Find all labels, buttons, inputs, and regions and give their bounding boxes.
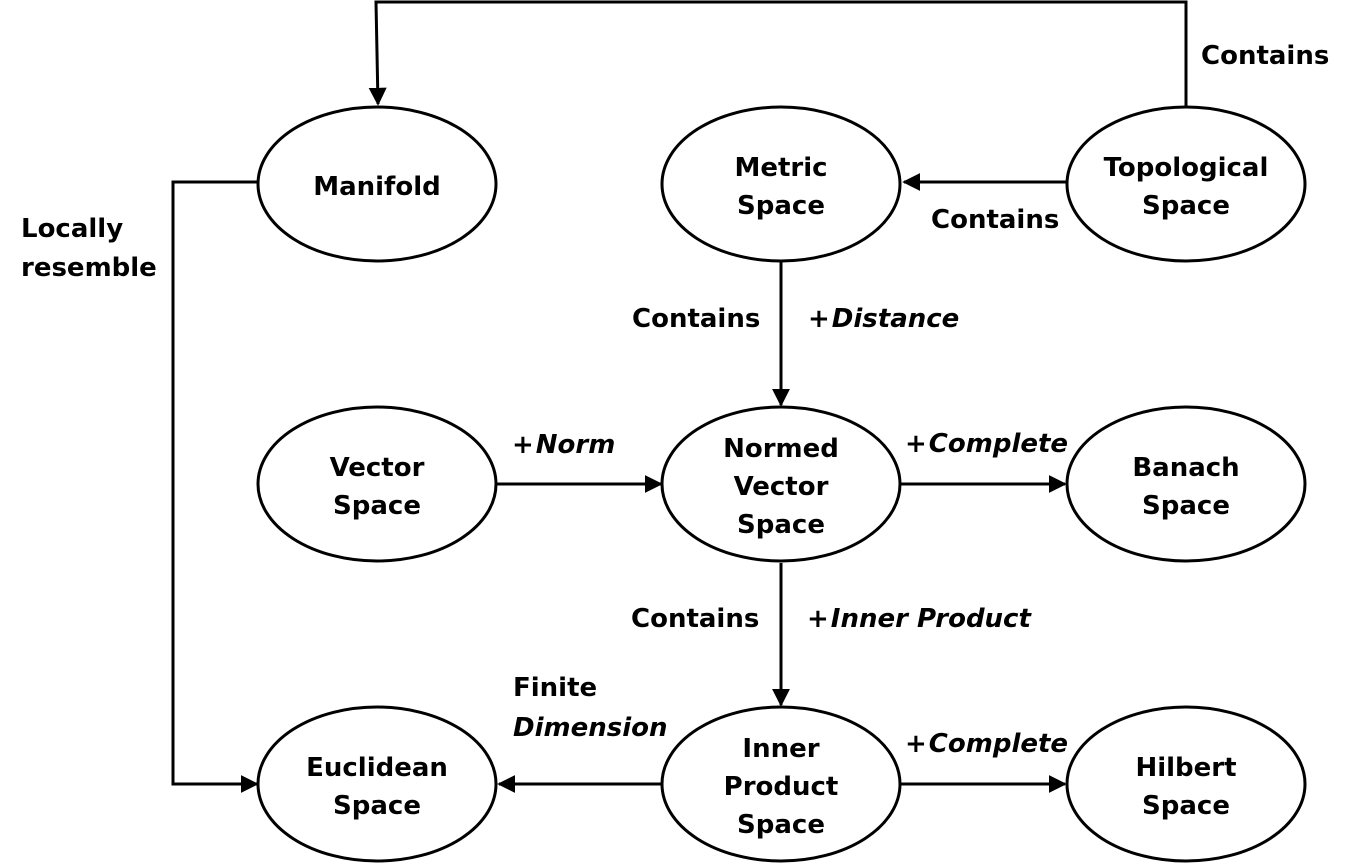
node-euclidean-space-line-2: Space <box>333 791 421 821</box>
node-normed-vector-space-shape <box>660 405 902 563</box>
node-hilbert-space-shape <box>1065 705 1307 863</box>
label-norm: +Norm <box>512 430 615 460</box>
connectors <box>171 0 1188 793</box>
node-manifold-line-1: Manifold <box>313 172 441 202</box>
node-inner-product-space-line-2: Product <box>724 772 839 802</box>
node-euclidean-space-shape <box>256 705 498 863</box>
label-hilbert-complete: +Complete <box>905 729 1068 759</box>
node-manifold: Manifold <box>256 105 498 263</box>
label-inner-product-plus: + <box>807 604 829 634</box>
label-finite: Finite <box>513 673 597 703</box>
label-topological-contains-metric: Contains <box>931 205 1059 235</box>
node-inner-product-space-line-1: Inner <box>742 734 819 764</box>
label-dimension: Dimension <box>513 713 668 743</box>
label-normed-contains-inner: Contains <box>631 604 759 634</box>
node-normed-vector-space-line-3: Space <box>737 510 825 540</box>
node-banach-space-line-1: Banach <box>1132 453 1239 483</box>
node-vector-space: Vector Space <box>256 405 498 563</box>
label-norm-prop: Norm <box>536 430 616 460</box>
edge-topological-to-manifold <box>368 0 1188 106</box>
node-vector-space-line-2: Space <box>333 491 421 521</box>
label-distance-plus: + <box>808 304 830 334</box>
node-banach-space-line-2: Space <box>1142 491 1230 521</box>
node-inner-product-space-line-3: Space <box>737 810 825 840</box>
node-normed-vector-space-line-1: Normed <box>723 434 839 464</box>
edge-manifold-to-euclidean <box>171 180 259 793</box>
label-norm-plus: + <box>512 430 534 460</box>
label-hilbert-complete-plus: + <box>905 729 927 759</box>
node-euclidean-space: Euclidean Space <box>256 705 498 863</box>
node-topological-space-shape <box>1065 105 1307 263</box>
node-euclidean-space-line-1: Euclidean <box>306 753 448 783</box>
label-banach-complete-plus: + <box>905 429 927 459</box>
node-metric-space-shape <box>660 105 902 263</box>
node-metric-space-line-1: Metric <box>734 153 827 183</box>
label-inner-product: +Inner Product <box>807 604 1032 634</box>
node-manifold-shape <box>256 105 498 263</box>
node-normed-vector-space-line-2: Vector <box>734 472 829 502</box>
label-metric-contains-normed: Contains <box>632 304 760 334</box>
node-vector-space-shape <box>256 405 498 563</box>
label-hilbert-complete-prop: Complete <box>929 729 1068 759</box>
label-resemble: resemble <box>21 253 157 283</box>
node-inner-product-space-shape <box>660 705 902 863</box>
label-locally: Locally <box>21 214 123 244</box>
node-hilbert-space: Hilbert Space <box>1065 705 1307 863</box>
label-distance-prop: Distance <box>832 304 960 334</box>
node-inner-product-space: Inner Product Space <box>660 705 902 863</box>
label-distance: +Distance <box>808 304 959 334</box>
node-topological-space-line-1: Topological <box>1104 153 1269 183</box>
node-banach-space: Banach Space <box>1065 405 1307 563</box>
edge-labels: Contains Contains Contains +Distance +No… <box>21 41 1329 759</box>
node-banach-space-shape <box>1065 405 1307 563</box>
node-vector-space-line-1: Vector <box>330 453 425 483</box>
label-banach-complete-prop: Complete <box>929 429 1068 459</box>
node-metric-space: Metric Space <box>660 105 902 263</box>
node-topological-space: Topological Space <box>1065 105 1307 263</box>
node-hilbert-space-line-2: Space <box>1142 791 1230 821</box>
node-hilbert-space-line-1: Hilbert <box>1135 753 1236 783</box>
label-inner-product-prop: Inner Product <box>831 604 1033 634</box>
label-banach-complete: +Complete <box>905 429 1068 459</box>
label-topological-contains-manifold: Contains <box>1201 41 1329 71</box>
node-normed-vector-space: Normed Vector Space <box>660 405 902 563</box>
node-topological-space-line-2: Space <box>1142 191 1230 221</box>
node-metric-space-line-2: Space <box>737 191 825 221</box>
